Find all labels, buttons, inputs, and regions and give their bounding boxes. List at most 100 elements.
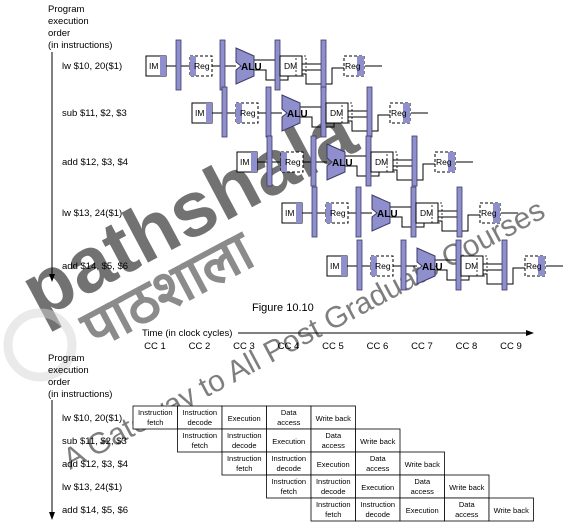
- stage-cell-text: Data: [370, 454, 387, 463]
- pipeline-register-bar: [365, 135, 372, 187]
- clock-cycle-label: CC 8: [456, 341, 478, 352]
- stage-cell-text: Write back: [449, 483, 485, 492]
- stage-cell-text: decode: [232, 441, 257, 450]
- data-memory-box: [279, 55, 303, 77]
- time-axis-arrowhead: [526, 330, 534, 336]
- stage-cell-text: decode: [365, 510, 390, 519]
- instruction-memory-label: IM: [285, 208, 294, 218]
- data-memory-dash: [295, 55, 307, 77]
- instruction-memory-shade: [296, 203, 302, 223]
- stage-cell-text: Instruction: [227, 454, 262, 463]
- data-memory-dash: [386, 151, 398, 173]
- stage-cell-text: fetch: [192, 441, 208, 450]
- writeback-register-label: Reg: [481, 208, 497, 218]
- instruction-memory-label: IM: [240, 157, 249, 167]
- pipeline-register-bar: [221, 86, 228, 138]
- stage-cell-text: access: [455, 510, 479, 519]
- register-file-shade: [190, 56, 196, 76]
- stage-cell-text: Data: [414, 477, 431, 486]
- data-memory-label: DM: [420, 208, 433, 218]
- stage-cell-text: Write back: [494, 506, 530, 515]
- alu-label: ALU: [332, 158, 353, 169]
- stage-cell-text: decode: [321, 487, 346, 496]
- writeback-register-label: Reg: [345, 61, 361, 71]
- alu-shape: [281, 94, 301, 132]
- stage-cell-text: Write back: [316, 414, 352, 423]
- table-instruction-label: sub $11, $2, $3: [62, 436, 127, 447]
- stage-cell-text: Execution: [406, 506, 439, 515]
- stage-cell-text: Write back: [405, 460, 441, 469]
- stage-cell-text: Data: [281, 408, 298, 417]
- clock-cycle-label: CC 5: [322, 341, 344, 352]
- stage-cell-text: fetch: [281, 487, 297, 496]
- bottom-axis-label-line4: (in instructions): [48, 389, 112, 400]
- instruction-memory-shade: [160, 56, 166, 76]
- instruction-memory-shade: [206, 103, 212, 123]
- stage-cell-text: fetch: [147, 418, 163, 427]
- alu-label: ALU: [241, 62, 262, 73]
- stage-cell-text: Instruction: [316, 477, 351, 486]
- stage-cell: [488, 497, 534, 522]
- stage-cell-text: Instruction: [182, 431, 217, 440]
- stage-cell-text: Data: [325, 431, 342, 440]
- register-file-shade: [236, 103, 242, 123]
- data-memory-box: [415, 202, 439, 224]
- data-memory-label: DM: [284, 61, 297, 71]
- alu-label: ALU: [287, 109, 308, 120]
- stage-cell-text: Instruction: [138, 408, 173, 417]
- table-instruction-label: add $14, $5, $6: [62, 505, 128, 516]
- register-file-label: Reg: [240, 108, 256, 118]
- clock-cycle-label: CC 6: [367, 341, 389, 352]
- table-instruction-label: lw $10, 20($1): [62, 413, 122, 424]
- datapath-wire: [348, 114, 392, 132]
- writeback-register-shade: [448, 152, 455, 172]
- data-memory-box: [370, 151, 394, 173]
- instruction-label: lw $13, 24($1): [62, 208, 122, 219]
- pipeline-register-bar: [320, 86, 327, 138]
- clock-cycle-label: CC 1: [144, 341, 166, 352]
- stage-cell-text: fetch: [236, 464, 252, 473]
- datapath-wire: [438, 214, 482, 232]
- instruction-label: lw $10, 20($1): [62, 61, 122, 72]
- data-memory-label: DM: [375, 157, 388, 167]
- writeback-register-label: Reg: [436, 157, 452, 167]
- stage-cell-text: Instruction: [316, 500, 351, 509]
- pipeline-register-bar: [456, 186, 463, 238]
- instruction-label: add $14, $5, $6: [62, 261, 128, 272]
- instruction-memory-shade: [251, 152, 257, 172]
- clock-cycle-label: CC 9: [500, 341, 522, 352]
- bottom-axis-label-line3: order: [48, 377, 70, 388]
- stage-cell-text: access: [411, 487, 435, 496]
- stage-cell-text: Instruction: [227, 431, 262, 440]
- pipeline-register-bar: [355, 186, 362, 238]
- bottom-order-arrowhead: [49, 512, 55, 520]
- datapath-wire: [393, 163, 437, 181]
- clock-cycle-label: CC 4: [278, 341, 300, 352]
- stage-cell-text: fetch: [325, 510, 341, 519]
- data-memory-dash: [431, 202, 443, 224]
- writeback-register-label: Reg: [391, 108, 407, 118]
- stage-cell-text: access: [277, 418, 301, 427]
- stage-cell-text: Instruction: [271, 477, 306, 486]
- alu-shape: [416, 247, 436, 285]
- instruction-label: sub $11, $2, $3: [62, 108, 127, 119]
- clock-cycle-label: CC 7: [411, 341, 433, 352]
- top-axis-label: Program execution order (in instructions…: [48, 4, 112, 51]
- pipeline-register-bar: [311, 186, 318, 238]
- instruction-memory-label: IM: [195, 108, 204, 118]
- register-file-shade: [371, 256, 377, 276]
- figure-caption: Figure 10.10: [252, 302, 314, 314]
- stage-cell-text: Execution: [272, 437, 305, 446]
- writeback-register-shade: [538, 256, 545, 276]
- pipeline-register-bar: [175, 39, 182, 91]
- writeback-register-shade: [493, 203, 500, 223]
- clock-cycle-label: CC 2: [189, 341, 211, 352]
- pipeline-register-bar: [266, 135, 273, 187]
